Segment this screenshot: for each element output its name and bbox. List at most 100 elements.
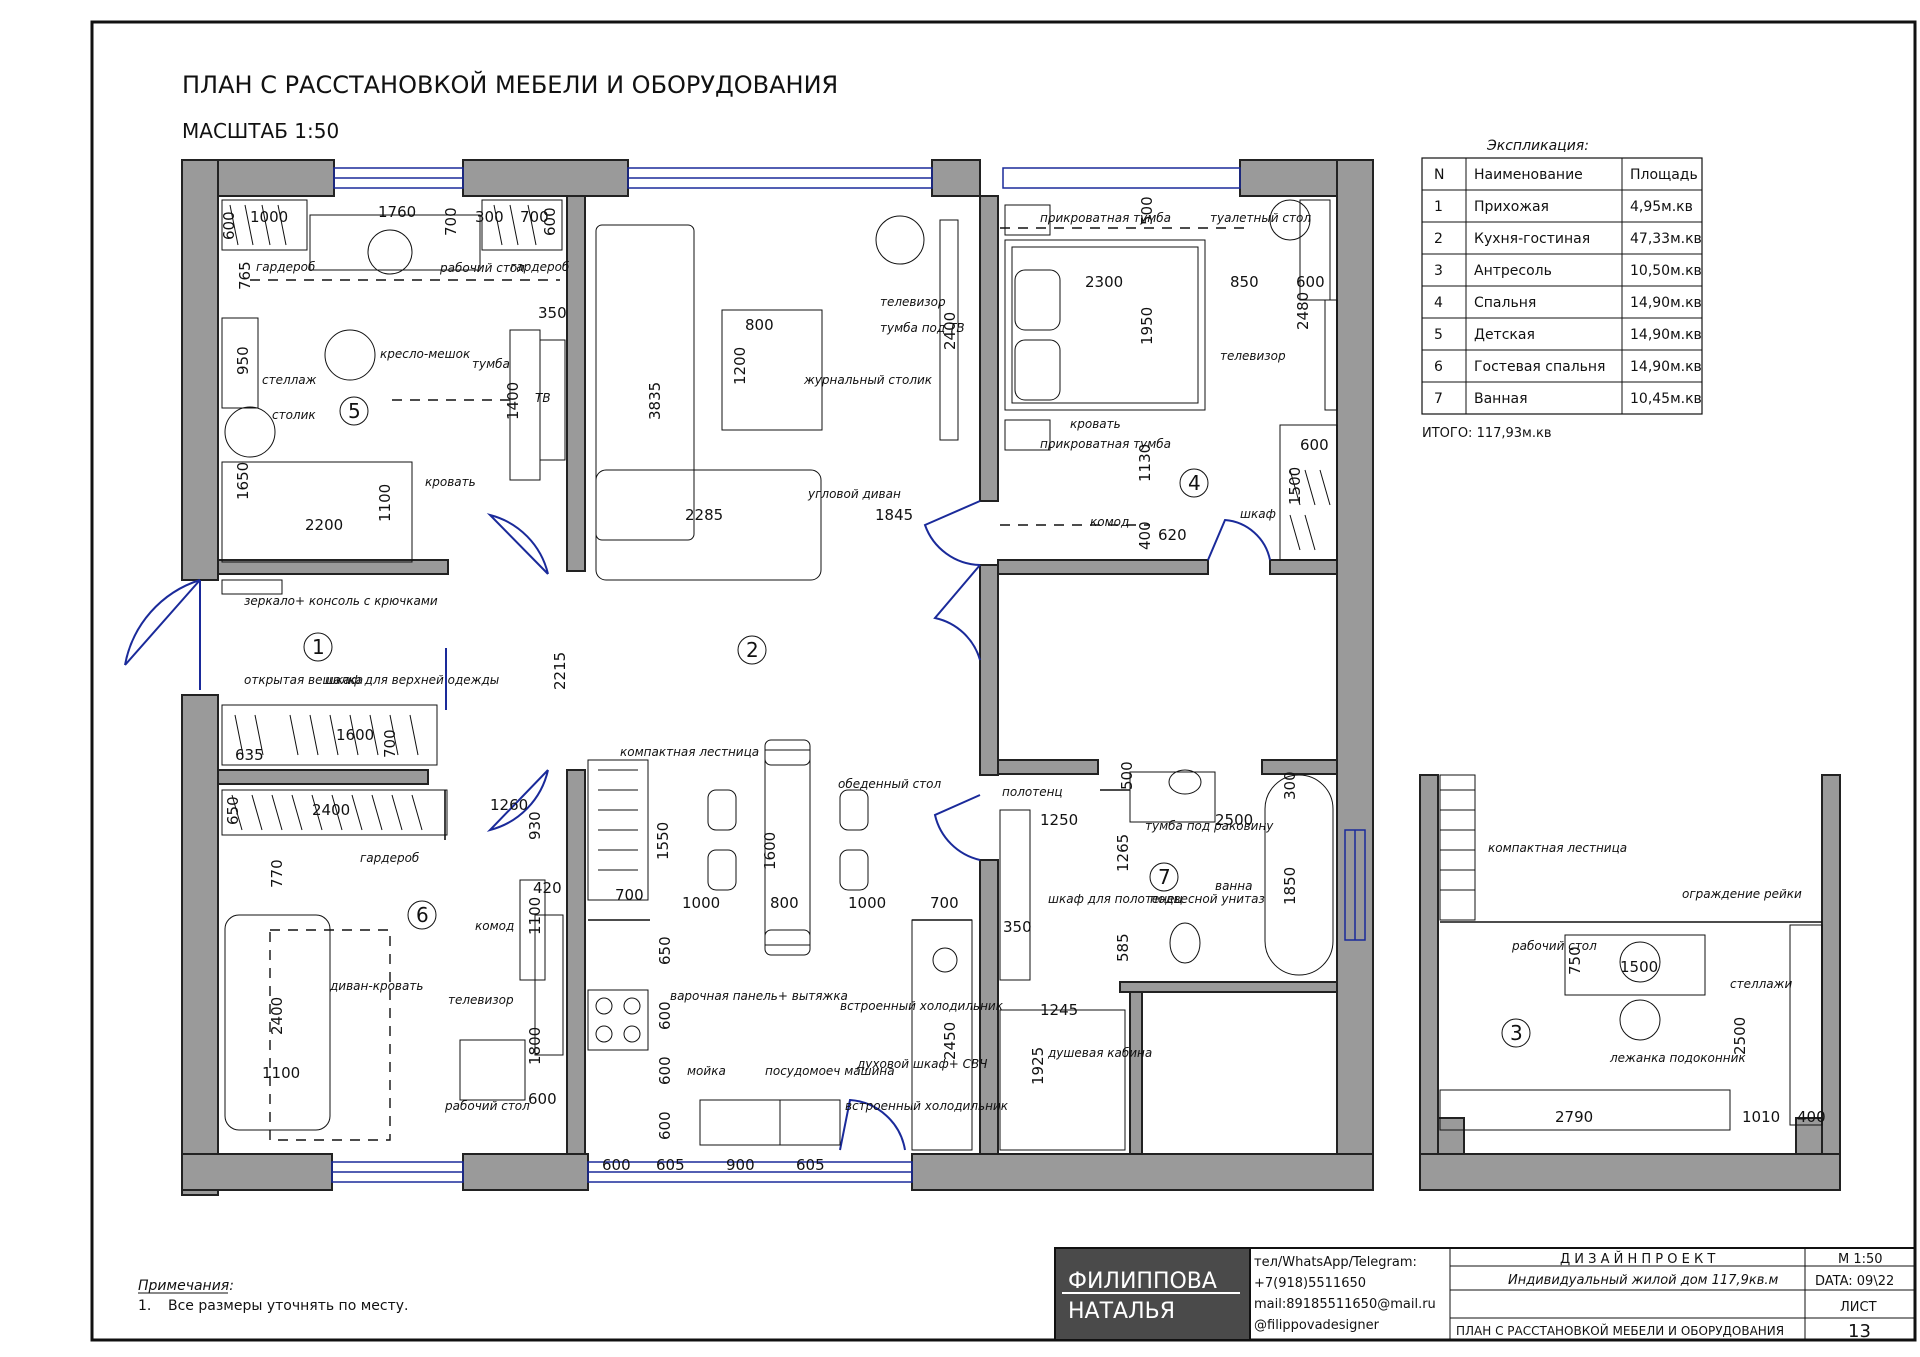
svg-text:телевизор: телевизор [448, 993, 514, 1007]
svg-text:1845: 1845 [875, 506, 913, 524]
explication-cell: 14,90м.кв [1630, 359, 1702, 375]
room-4-labels: прикроватная тумба туалетный стол телеви… [1040, 211, 1311, 529]
svg-text:2790: 2790 [1555, 1108, 1593, 1126]
svg-text:2215: 2215 [551, 652, 569, 690]
svg-text:1100: 1100 [262, 1064, 300, 1082]
svg-text:тумба под раковину: тумба под раковину [1145, 819, 1274, 833]
svg-text:600: 600 [602, 1156, 631, 1174]
svg-text:телевизор: телевизор [880, 295, 946, 309]
explication-heading: Экспликация: [1486, 138, 1589, 154]
explication-cell: Детская [1474, 327, 1535, 343]
room-5-furniture [221, 199, 566, 563]
svg-text:650: 650 [224, 796, 242, 825]
room-2-labels: телевизор тумба под ТВ журнальный столик… [620, 295, 1009, 1113]
svg-text:500: 500 [1118, 761, 1136, 790]
svg-text:1400: 1400 [504, 382, 522, 420]
room-4-dims: 500 2300 850 600 1950 2480 600 1130 1500… [1085, 196, 1329, 550]
explication-cell: 10,50м.кв [1630, 263, 1702, 279]
sheet-list-number: 13 [1848, 1321, 1871, 1342]
svg-text:1760: 1760 [378, 203, 416, 221]
object-name: Индивидуальный жилой дом 117,9кв.м [1508, 1273, 1778, 1288]
svg-text:700: 700 [930, 894, 959, 912]
svg-text:1265: 1265 [1114, 834, 1132, 872]
svg-text:2500: 2500 [1731, 1017, 1749, 1055]
explication-cell: 5 [1434, 327, 1443, 343]
explication-cell: Ванная [1474, 391, 1528, 407]
svg-text:компактная лестница: компактная лестница [620, 745, 759, 759]
svg-text:400: 400 [1797, 1108, 1826, 1126]
svg-text:1000: 1000 [682, 894, 720, 912]
explication-header-cell: N [1434, 167, 1444, 183]
explication-cell: Антресоль [1474, 263, 1552, 279]
svg-text:420: 420 [533, 879, 562, 897]
explication-cell: Спальня [1474, 295, 1536, 311]
svg-text:600: 600 [656, 1001, 674, 1030]
sheet-title: ПЛАН С РАССТАНОВКОЙ МЕБЕЛИ И ОБОРУДОВАНИ… [1456, 1323, 1784, 1338]
room-6-number: 6 [416, 903, 429, 927]
doors [124, 500, 1271, 1151]
explication-cell: 14,90м.кв [1630, 327, 1702, 343]
svg-text:1950: 1950 [1138, 307, 1156, 345]
svg-text:духовой шкаф+ СВЧ: духовой шкаф+ СВЧ [856, 1057, 987, 1071]
room-6-furniture [221, 789, 564, 1141]
svg-text:тумба под ТВ: тумба под ТВ [880, 321, 965, 335]
svg-text:шкаф для полотенец: шкаф для полотенец [1048, 892, 1183, 906]
svg-text:350: 350 [538, 304, 567, 322]
svg-text:1245: 1245 [1040, 1001, 1078, 1019]
svg-text:компактная лестница: компактная лестница [1488, 841, 1627, 855]
svg-text:стеллаж: стеллаж [262, 373, 317, 387]
svg-text:рабочий стол: рабочий стол [1511, 939, 1597, 953]
svg-text:ограждение рейки: ограждение рейки [1682, 887, 1802, 901]
svg-text:2300: 2300 [1085, 273, 1123, 291]
svg-text:ТВ: ТВ [535, 391, 551, 405]
svg-text:800: 800 [770, 894, 799, 912]
contact-line-4: @filippovadesigner [1254, 1318, 1380, 1333]
room-3-labels: компактная лестница ограждение рейки раб… [1488, 841, 1802, 1065]
svg-text:встроенный холодильник: встроенный холодильник [845, 1099, 1009, 1113]
title-block: ФИЛИППОВА НАТАЛЬЯ тел/WhatsApp/Telegram:… [1054, 1247, 1916, 1342]
svg-text:полотенц: полотенц [1002, 785, 1063, 799]
svg-text:635: 635 [235, 746, 264, 764]
svg-text:1800: 1800 [526, 1027, 544, 1065]
svg-text:1000: 1000 [848, 894, 886, 912]
room-1-labels: зеркало+ консоль с крючками открытая веш… [244, 594, 499, 687]
svg-text:950: 950 [234, 346, 252, 375]
room-7-labels: полотенц тумба под раковину ванна подвес… [1002, 785, 1274, 1060]
svg-text:1200: 1200 [731, 347, 749, 385]
svg-text:1550: 1550 [654, 822, 672, 860]
svg-text:лежанка подоконник: лежанка подоконник [1609, 1051, 1746, 1065]
svg-text:туалетный стол: туалетный стол [1210, 211, 1311, 225]
svg-text:1500: 1500 [1286, 467, 1304, 505]
explication-cell: 3 [1434, 263, 1443, 279]
svg-text:2400: 2400 [941, 312, 959, 350]
svg-text:1130: 1130 [1136, 444, 1154, 482]
svg-text:открытая вешалка: открытая вешалка [244, 673, 363, 687]
svg-text:300: 300 [1281, 771, 1299, 800]
room-3-marker [1501, 1018, 1531, 1048]
svg-text:прикроватная тумба: прикроватная тумба [1040, 211, 1171, 225]
room-7-furniture [999, 769, 1334, 1151]
svg-text:1850: 1850 [1281, 867, 1299, 905]
room-2-dims: 800 1200 3835 2285 1845 2400 2215 1550 7… [551, 312, 959, 1174]
svg-text:встроенный холодильник: встроенный холодильник [840, 999, 1004, 1013]
explication-header-cell: Площадь [1630, 167, 1698, 183]
svg-text:кресло-мешок: кресло-мешок [380, 347, 471, 361]
svg-text:500: 500 [1138, 196, 1156, 225]
svg-text:кровать: кровать [1070, 417, 1121, 431]
svg-text:700: 700 [520, 208, 549, 226]
room-2-furniture [587, 215, 973, 1151]
svg-text:1000: 1000 [250, 208, 288, 226]
explication-cell: 47,33м.кв [1630, 231, 1702, 247]
svg-text:600: 600 [528, 1090, 557, 1108]
svg-text:605: 605 [796, 1156, 825, 1174]
room-5-labels: гардероб рабочий стол гардероб кресло-ме… [256, 260, 570, 489]
svg-text:350: 350 [1003, 918, 1032, 936]
contact-line-1: тел/WhatsApp/Telegram: [1254, 1255, 1417, 1270]
room-6-marker [407, 900, 437, 930]
svg-text:600: 600 [220, 211, 238, 240]
svg-text:рабочий стол: рабочий стол [444, 1099, 530, 1113]
svg-text:1650: 1650 [234, 462, 252, 500]
explication-cell: Кухня-гостиная [1474, 231, 1590, 247]
svg-text:журнальный столик: журнальный столик [803, 373, 933, 387]
plan-title: ПЛАН С РАССТАНОВКОЙ МЕБЕЛИ И ОБОРУДОВАНИ… [182, 70, 838, 99]
